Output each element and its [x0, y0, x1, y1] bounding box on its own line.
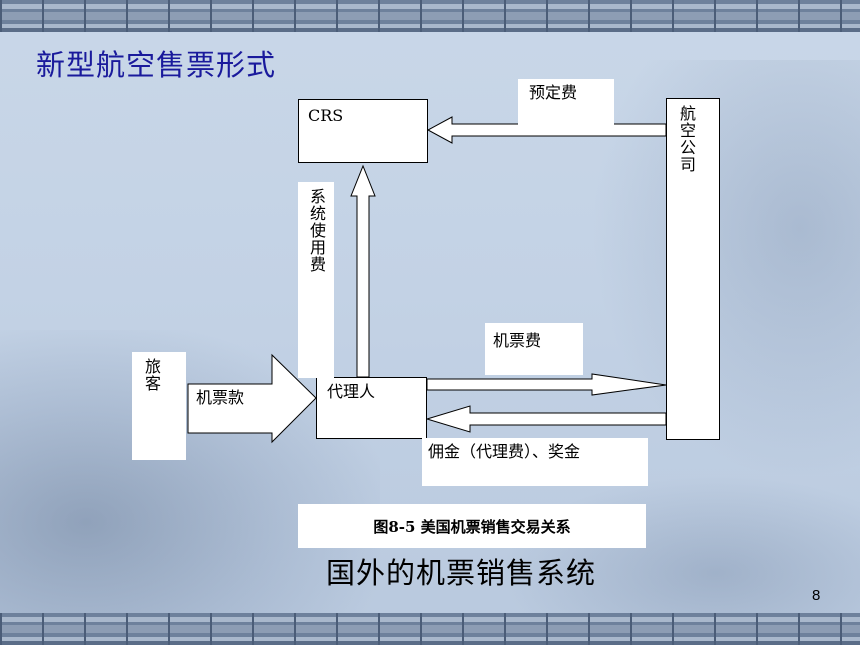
airline-label: 航空公司 — [677, 105, 696, 173]
arrow-system-fee — [350, 164, 376, 378]
agent-label: 代理人 — [327, 382, 376, 401]
arrow-booking-fee — [426, 116, 667, 144]
agent-node: 代理人 — [316, 377, 427, 439]
slide-title: 新型航空售票形式 — [36, 48, 277, 82]
page-number: 8 — [812, 587, 821, 604]
passenger-label: 旅客 — [142, 358, 161, 392]
booking-fee-label-box: 预定费 — [518, 79, 614, 125]
bottom-border-strip — [0, 613, 860, 645]
ticket-payment-label: 机票款 — [196, 388, 245, 407]
passenger-node: 旅客 — [132, 352, 186, 460]
ticket-payment-label-wrap: 机票款 — [196, 388, 244, 408]
crs-label: CRS — [308, 106, 344, 125]
booking-fee-label: 预定费 — [529, 83, 578, 102]
airline-node: 航空公司 — [666, 98, 720, 440]
commission-label-box: 佣金（代理费）、奖金 — [422, 438, 648, 486]
arrow-ticket-payment — [187, 353, 317, 444]
commission-label: 佣金（代理费）、奖金 — [428, 442, 581, 461]
arrow-commission — [425, 405, 667, 433]
top-border-strip — [0, 0, 860, 32]
figure-caption: 图8-5 美国机票销售交易关系 — [298, 504, 646, 548]
ticket-fee-label-box: 机票费 — [485, 323, 583, 375]
crs-node: CRS — [298, 99, 428, 163]
system-fee-label-box: 系统使用费 — [298, 182, 334, 378]
arrow-ticket-fee — [426, 373, 667, 396]
system-fee-label: 系统使用费 — [307, 188, 326, 273]
slide-subtitle: 国外的机票销售系统 — [326, 556, 597, 590]
ticket-fee-label: 机票费 — [493, 331, 542, 350]
